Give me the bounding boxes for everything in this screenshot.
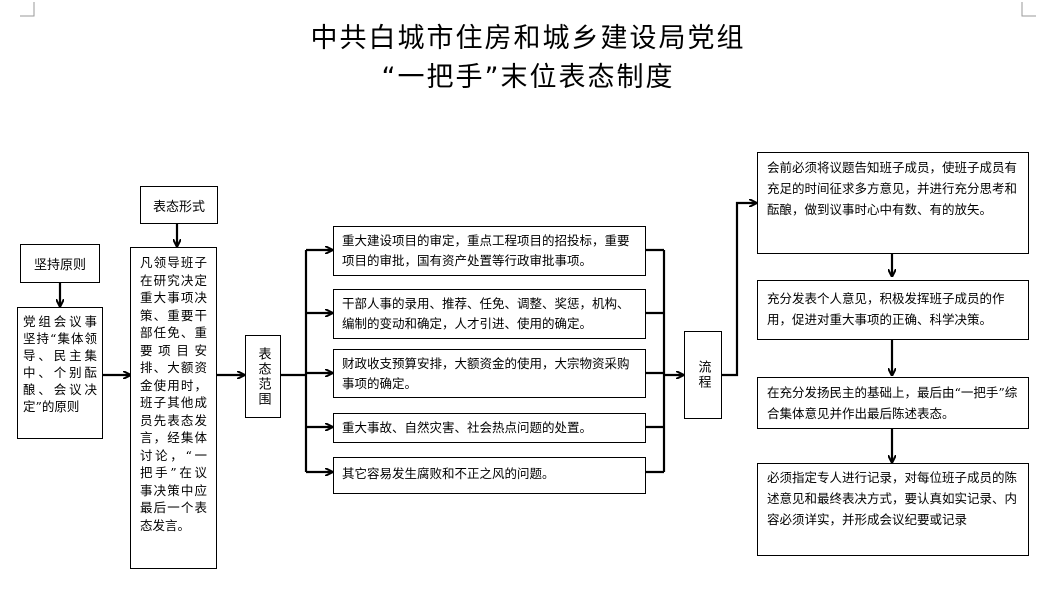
scope-item: 财政收支预算安排，大额资金的使用，大宗物资采购事项的确定。 <box>333 349 646 398</box>
process-step-4: 必须指定专人进行记录，对每位班子成员的陈述意见和最终表决方式，要认真如实记录、内… <box>757 463 1029 556</box>
form-text-box: 凡领导班子在研究决定重大事项决策、重要干部任免、重要项目安排、大额资金使用时，班… <box>130 247 217 569</box>
process-step-1: 会前必须将议题告知班子成员，使班子成员有充足的时间征求多方意见，并进行充分思考和… <box>757 152 1029 254</box>
principle-text-box: 党组会议事坚持“集体领导、民主集中、个别酝酿、会议决定”的原则 <box>17 307 103 439</box>
scope-item: 干部人事的录用、推荐、任免、调整、奖惩，机构、编制的变动和确定，人才引进、使用的… <box>333 289 646 339</box>
scope-item: 重大建设项目的审定，重点工程项目的招投标，重要项目的审批，国有资产处置等行政审批… <box>333 226 646 276</box>
page-title-line2: “一把手”末位表态制度 <box>381 62 675 93</box>
form-label: 表态形式 <box>140 186 218 224</box>
page-corner-mark-right <box>1021 2 1036 17</box>
process-step-3: 在充分发扬民主的基础上，最后由“一把手”综合集体意见并作出最后陈述表态。 <box>757 377 1029 429</box>
process-step-2: 充分发表个人意见，积极发挥班子成员的作用，促进对重大事项的正确、科学决策。 <box>757 280 1029 340</box>
principle-label: 坚持原则 <box>20 244 100 283</box>
scope-item: 其它容易发生腐败和不正之风的问题。 <box>333 457 646 494</box>
scope-item: 重大事故、自然灾害、社会热点问题的处置。 <box>333 413 646 443</box>
process-label: 流程 <box>684 331 722 419</box>
page-corner-mark-left <box>20 2 35 17</box>
page-title-line1: 中共白城市住房和城乡建设局党组 <box>310 23 746 54</box>
scope-label: 表态范围 <box>245 335 281 418</box>
